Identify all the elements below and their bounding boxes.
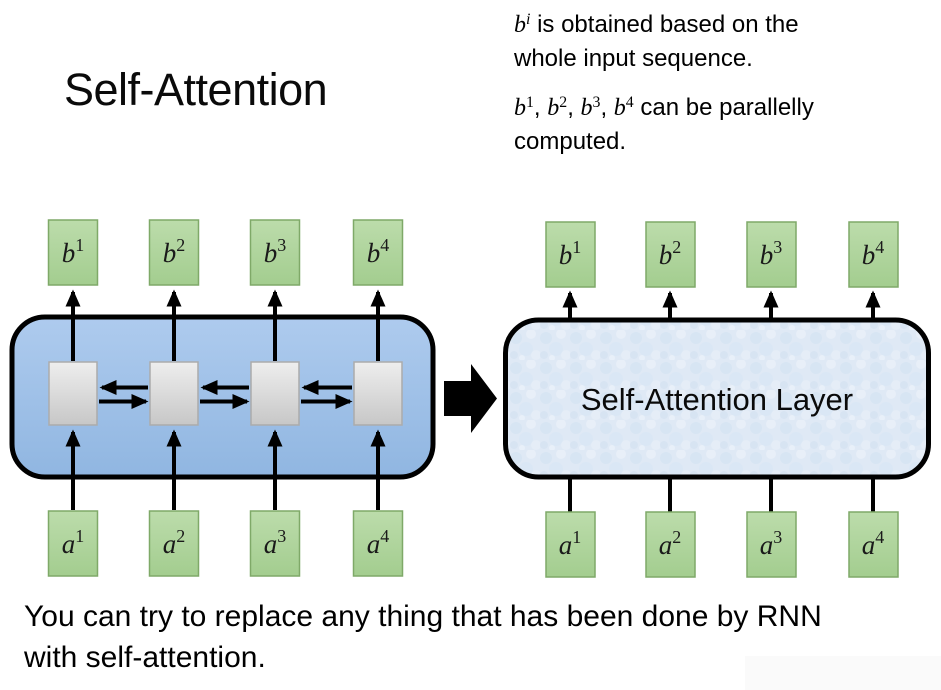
rnn-cell: [48, 361, 98, 426]
svg-text:b4: b4: [367, 235, 390, 268]
bottom-remark-line1: You can try to replace any thing that ha…: [24, 600, 822, 633]
input-box-a1: a1: [545, 511, 596, 578]
svg-text:a2: a2: [163, 526, 186, 559]
svg-text:a1: a1: [559, 527, 582, 560]
rnn-panel: [9, 314, 436, 480]
input-box-a2: a2: [148, 510, 200, 577]
output-box-b4: b4: [352, 219, 404, 286]
svg-text:a3: a3: [760, 527, 783, 560]
svg-text:a3: a3: [264, 526, 287, 559]
svg-text:a4: a4: [367, 526, 390, 559]
svg-text:b4: b4: [862, 237, 885, 270]
svg-text:b1: b1: [559, 237, 582, 270]
math-b3: b: [580, 95, 593, 122]
svg-text:b2: b2: [163, 235, 186, 268]
note-whole-sequence: bi is obtained based on the whole input …: [514, 8, 938, 76]
output-box-b1: b1: [545, 221, 596, 288]
separator: ,: [567, 94, 581, 122]
svg-text:b2: b2: [659, 237, 682, 270]
svg-text:b3: b3: [264, 235, 287, 268]
note-parallel: b1, b2, b3, b4 can be parallelly compute…: [514, 91, 938, 159]
rnn-diagram: b1 b2 b3 b4 a1 a2: [9, 219, 436, 577]
notes-block: bi is obtained based on the whole input …: [514, 8, 938, 174]
page-title: Self-Attention: [64, 64, 328, 115]
svg-text:a4: a4: [862, 527, 885, 560]
input-box-a4: a4: [352, 510, 404, 577]
svg-text:a1: a1: [62, 526, 85, 559]
svg-text:a2: a2: [659, 527, 682, 560]
svg-text:b3: b3: [760, 237, 783, 270]
math-sup-i: i: [526, 11, 531, 29]
input-box-a4: a4: [848, 511, 899, 578]
output-box-b3: b3: [249, 219, 301, 286]
output-box-b2: b2: [645, 221, 696, 288]
self-attention-diagram: Self-Attention Layer b1 b2 b3 b4: [503, 221, 931, 578]
transform-arrow-icon: [444, 364, 497, 433]
self-attention-panel: [503, 317, 931, 480]
input-box-a2: a2: [645, 511, 696, 578]
math-b: b: [514, 12, 526, 38]
svg-text:b1: b1: [62, 235, 85, 268]
output-box-b2: b2: [148, 219, 200, 286]
separator: ,: [600, 94, 614, 122]
math-b2: b: [547, 95, 560, 122]
bottom-remark: You can try to replace any thing that ha…: [24, 596, 936, 678]
rnn-cell: [250, 361, 300, 426]
math-b4: b: [613, 95, 626, 122]
output-box-b3: b3: [746, 221, 797, 288]
output-box-b1: b1: [47, 219, 99, 286]
watermark-patch: [745, 656, 941, 690]
note-text: computed.: [514, 128, 627, 156]
rnn-cell: [149, 361, 199, 426]
output-box-b4: b4: [848, 221, 899, 288]
self-attention-layer-label: Self-Attention Layer: [581, 382, 853, 417]
note-text: is obtained based on the: [530, 11, 799, 38]
note-text: whole input sequence.: [514, 45, 753, 73]
separator: ,: [533, 94, 548, 122]
note-text: can be parallelly: [633, 94, 814, 122]
bottom-remark-line2: with self-attention.: [24, 641, 266, 675]
input-box-a3: a3: [746, 511, 797, 578]
input-box-a3: a3: [249, 510, 301, 577]
math-b1: b: [514, 95, 526, 122]
rnn-cell: [353, 361, 403, 426]
input-box-a1: a1: [47, 510, 99, 577]
